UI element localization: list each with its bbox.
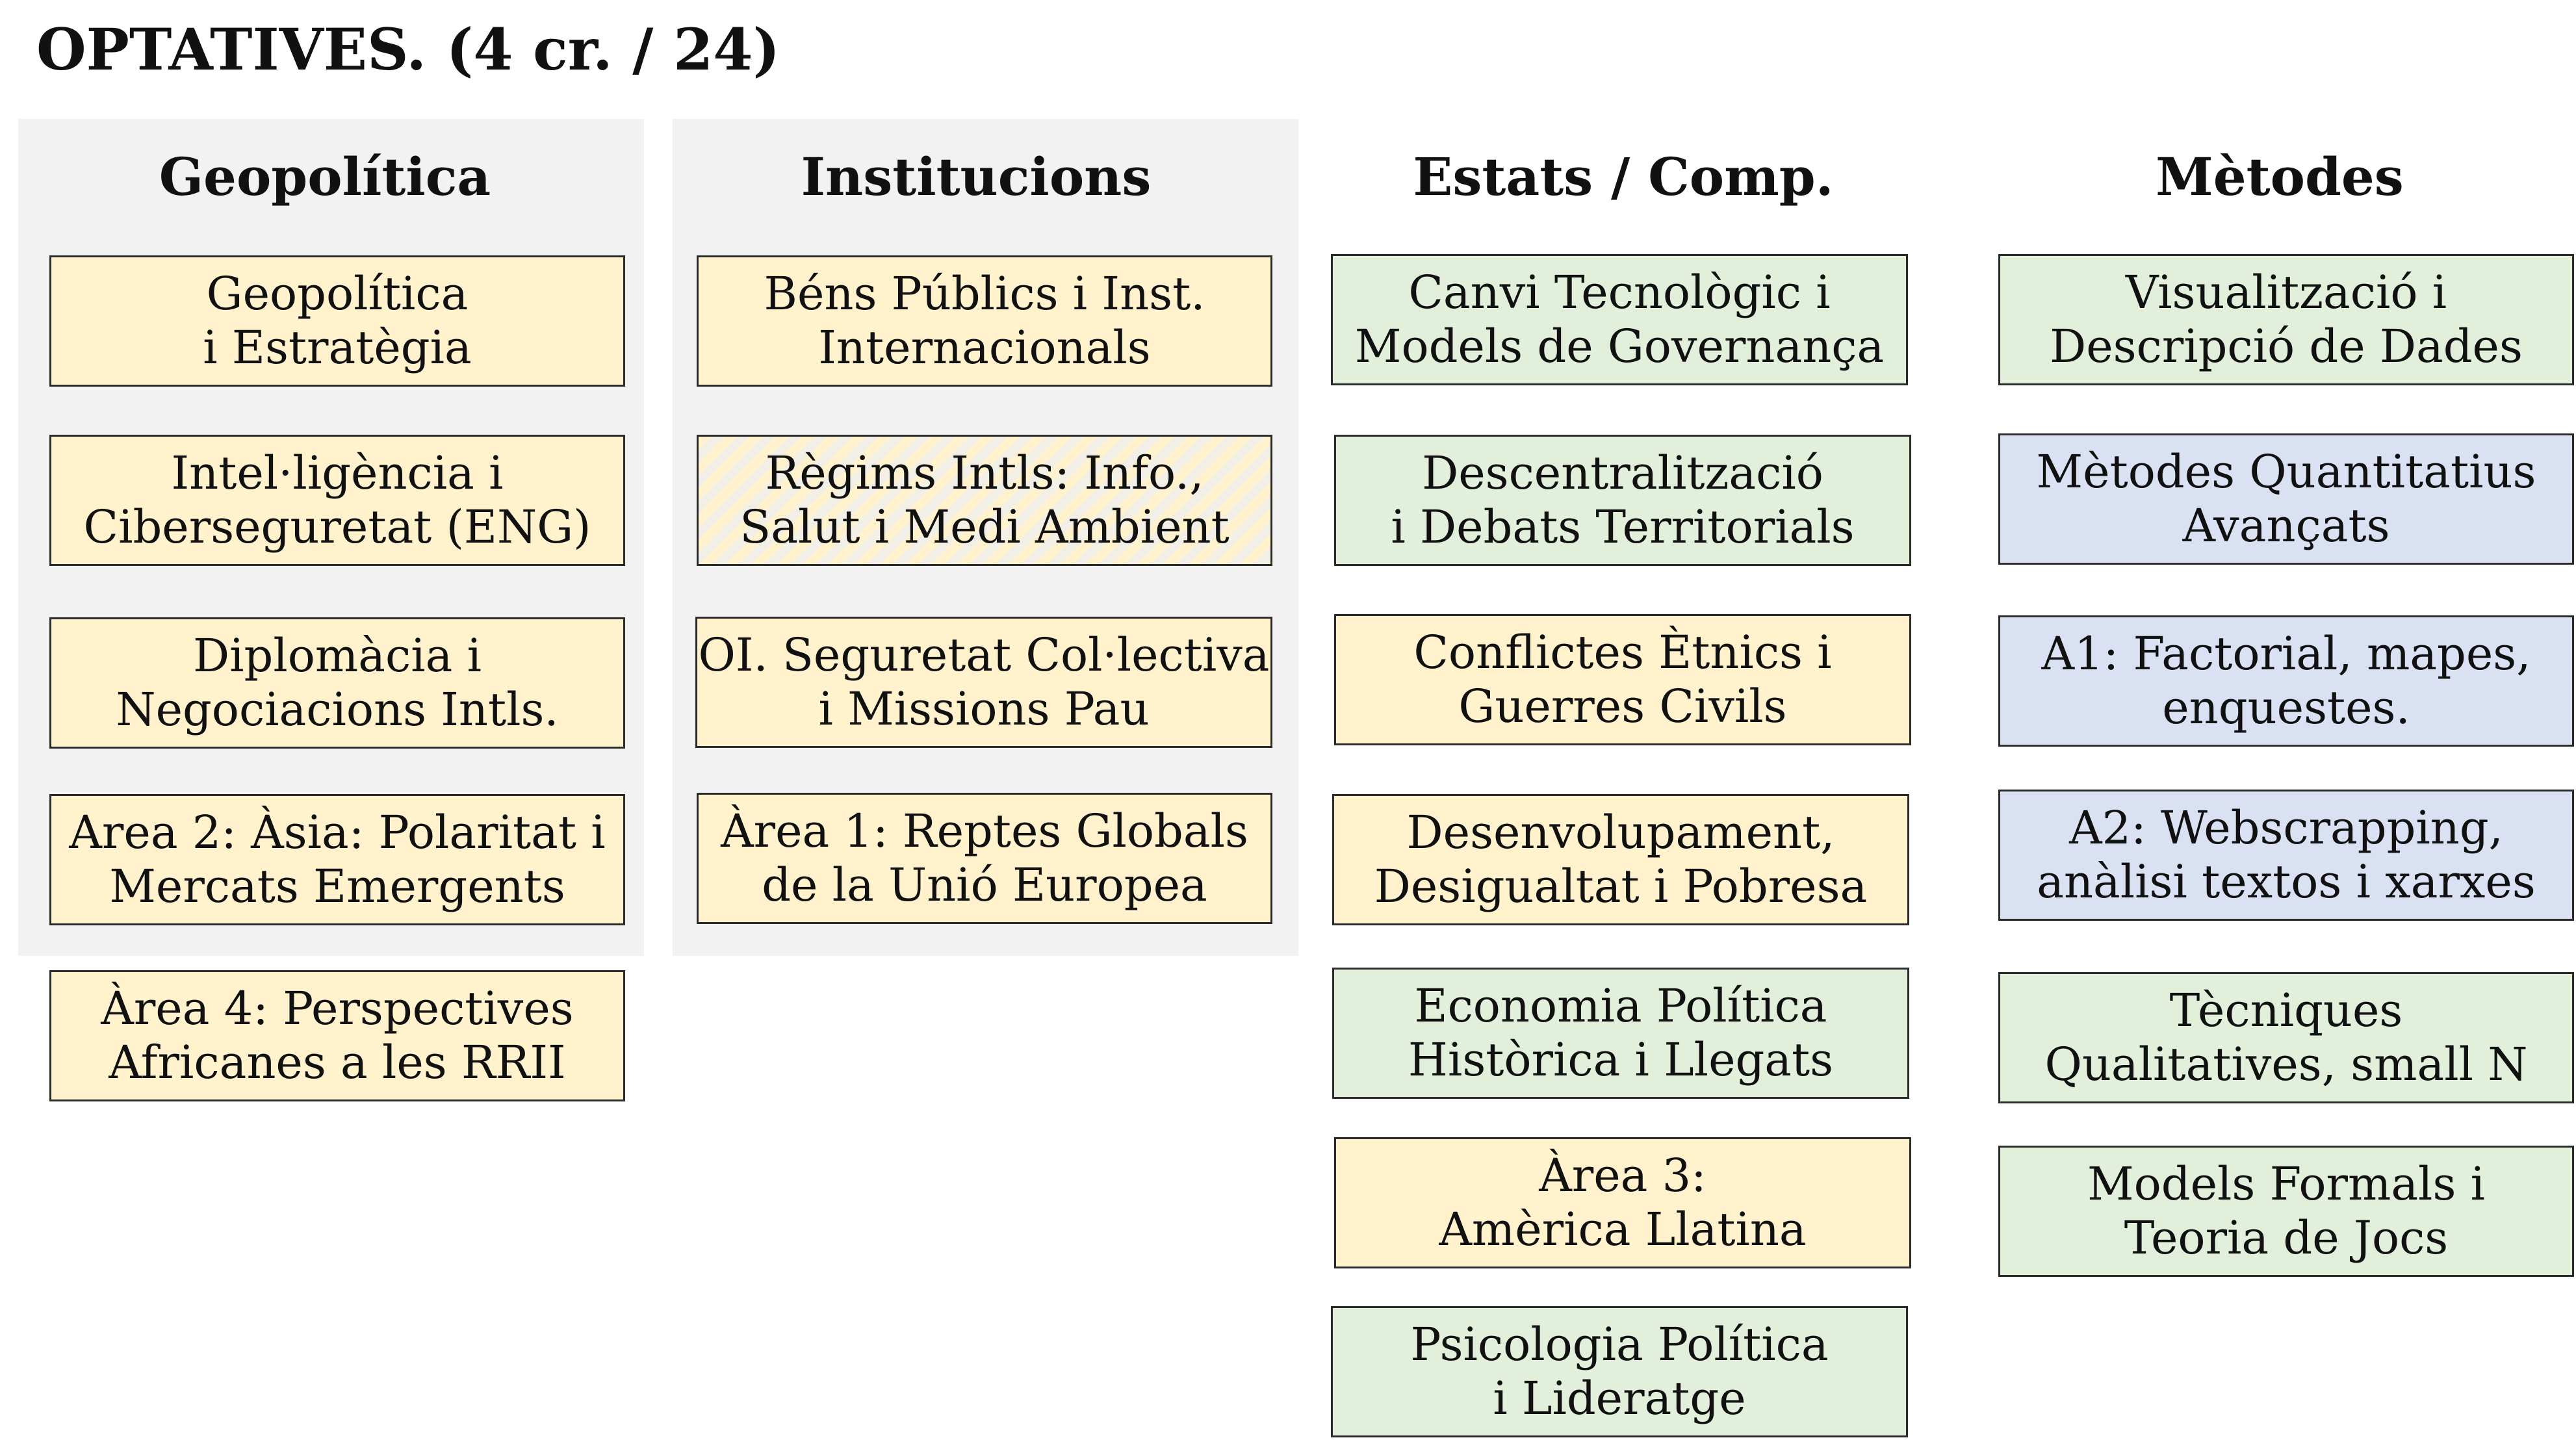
- column-header-institucions: Institucions: [801, 146, 1152, 207]
- column-header-geopolitica: Geopolítica: [159, 146, 491, 207]
- course-area2-asia[interactable]: Area 2: Àsia: Polaritat i Mercats Emerge…: [49, 794, 625, 925]
- course-line: Règims Intls: Info.,: [765, 446, 1204, 500]
- course-line: Ciberseguretat (ENG): [83, 500, 591, 554]
- course-canvi-tecnologic[interactable]: Canvi Tecnològic i Models de Governança: [1331, 254, 1908, 385]
- course-psicologia-politica[interactable]: Psicologia Política i Lideratge: [1331, 1306, 1908, 1437]
- course-line: Area 2: Àsia: Polaritat i: [69, 806, 606, 860]
- course-diplomacia-negociacions[interactable]: Diplomàcia i Negociacions Intls.: [49, 617, 625, 749]
- course-bens-publics[interactable]: Béns Públics i Inst. Internacionals: [697, 255, 1272, 387]
- course-line: Mercats Emergents: [109, 860, 565, 913]
- course-line: Tècniques: [2169, 984, 2403, 1038]
- column-header-metodes: Mètodes: [2156, 146, 2404, 207]
- course-line: i Debats Territorials: [1391, 500, 1855, 554]
- course-line: A2: Webscrapping,: [2069, 801, 2503, 855]
- course-line: Internacionals: [818, 321, 1151, 374]
- course-line: Salut i Medi Ambient: [740, 500, 1230, 554]
- course-line: Geopolítica: [206, 267, 469, 321]
- course-regims-intls[interactable]: Règims Intls: Info., Salut i Medi Ambien…: [697, 435, 1272, 566]
- course-line: Models Formals i: [2087, 1157, 2486, 1211]
- course-line: anàlisi textos i xarxes: [2037, 855, 2536, 908]
- course-metodes-quantitatius[interactable]: Mètodes Quantitatius Avançats: [1998, 433, 2574, 565]
- course-line: Amèrica Llatina: [1439, 1203, 1807, 1256]
- course-models-formals[interactable]: Models Formals i Teoria de Jocs: [1998, 1146, 2574, 1277]
- course-visualitzacio[interactable]: Visualització i Descripció de Dades: [1998, 254, 2574, 385]
- course-line: i Lideratge: [1493, 1372, 1746, 1425]
- course-line: Africanes a les RRII: [109, 1036, 566, 1089]
- course-line: Avançats: [2182, 499, 2390, 552]
- course-line: OI. Seguretat Col·lectiva: [698, 628, 1270, 682]
- course-intelligencia-ciberseguretat[interactable]: Intel·ligència i Ciberseguretat (ENG): [49, 435, 625, 566]
- course-line: Àrea 1: Reptes Globals: [721, 804, 1248, 858]
- course-line: i Missions Pau: [818, 682, 1150, 736]
- course-line: Models de Governança: [1354, 320, 1885, 373]
- column-header-estats-comp: Estats / Comp.: [1413, 146, 1834, 207]
- course-economia-politica[interactable]: Economia Política Històrica i Llegats: [1332, 968, 1909, 1099]
- course-line: Economia Política: [1414, 979, 1827, 1033]
- course-line: i Estratègia: [203, 321, 472, 374]
- course-line: Visualització i: [2125, 266, 2447, 320]
- course-area1-ue[interactable]: Àrea 1: Reptes Globals de la Unió Europe…: [697, 793, 1272, 924]
- course-line: Guerres Civils: [1458, 680, 1787, 733]
- course-a1-factorial[interactable]: A1: Factorial, mapes, enquestes.: [1998, 615, 2574, 747]
- course-line: Àrea 3:: [1539, 1149, 1707, 1203]
- course-line: Diplomàcia i: [193, 629, 482, 683]
- page-title: OPTATIVES. (4 cr. / 24): [36, 16, 780, 83]
- course-conflictes-etnics[interactable]: Conflictes Ètnics i Guerres Civils: [1334, 614, 1911, 745]
- course-oi-seguretat[interactable]: OI. Seguretat Col·lectiva i Missions Pau: [695, 617, 1272, 748]
- course-tecniques-qualitatives[interactable]: Tècniques Qualitatives, small N: [1998, 972, 2574, 1103]
- course-geopolitica-estrategia[interactable]: Geopolítica i Estratègia: [49, 255, 625, 387]
- course-line: A1: Factorial, mapes,: [2041, 627, 2531, 681]
- course-line: Mètodes Quantitatius: [2036, 445, 2536, 499]
- course-line: Conflictes Ètnics i: [1413, 626, 1832, 680]
- course-area3-america-llatina[interactable]: Àrea 3: Amèrica Llatina: [1334, 1137, 1911, 1268]
- course-line: Negociacions Intls.: [116, 683, 559, 736]
- course-line: de la Unió Europea: [762, 858, 1207, 912]
- course-line: Psicologia Política: [1410, 1318, 1829, 1372]
- course-area4-africanes[interactable]: Àrea 4: Perspectives Africanes a les RRI…: [49, 970, 625, 1101]
- course-desenvolupament[interactable]: Desenvolupament, Desigualtat i Pobresa: [1332, 794, 1909, 925]
- course-line: Àrea 4: Perspectives: [101, 982, 574, 1036]
- course-line: Qualitatives, small N: [2044, 1038, 2528, 1091]
- course-descentralitzacio[interactable]: Descentralització i Debats Territorials: [1334, 435, 1911, 566]
- course-line: Teoria de Jocs: [2124, 1211, 2449, 1265]
- course-line: Descripció de Dades: [2050, 320, 2523, 373]
- course-line: Canvi Tecnològic i: [1408, 266, 1831, 320]
- course-line: Descentralització: [1422, 446, 1823, 500]
- course-a2-webscrapping[interactable]: A2: Webscrapping, anàlisi textos i xarxe…: [1998, 790, 2574, 921]
- course-line: Béns Públics i Inst.: [764, 267, 1205, 321]
- course-line: Històrica i Llegats: [1408, 1033, 1834, 1087]
- course-line: Intel·ligència i: [171, 446, 504, 500]
- course-line: Desenvolupament,: [1406, 806, 1835, 860]
- course-line: enquestes.: [2162, 681, 2410, 734]
- course-line: Desigualtat i Pobresa: [1374, 860, 1868, 913]
